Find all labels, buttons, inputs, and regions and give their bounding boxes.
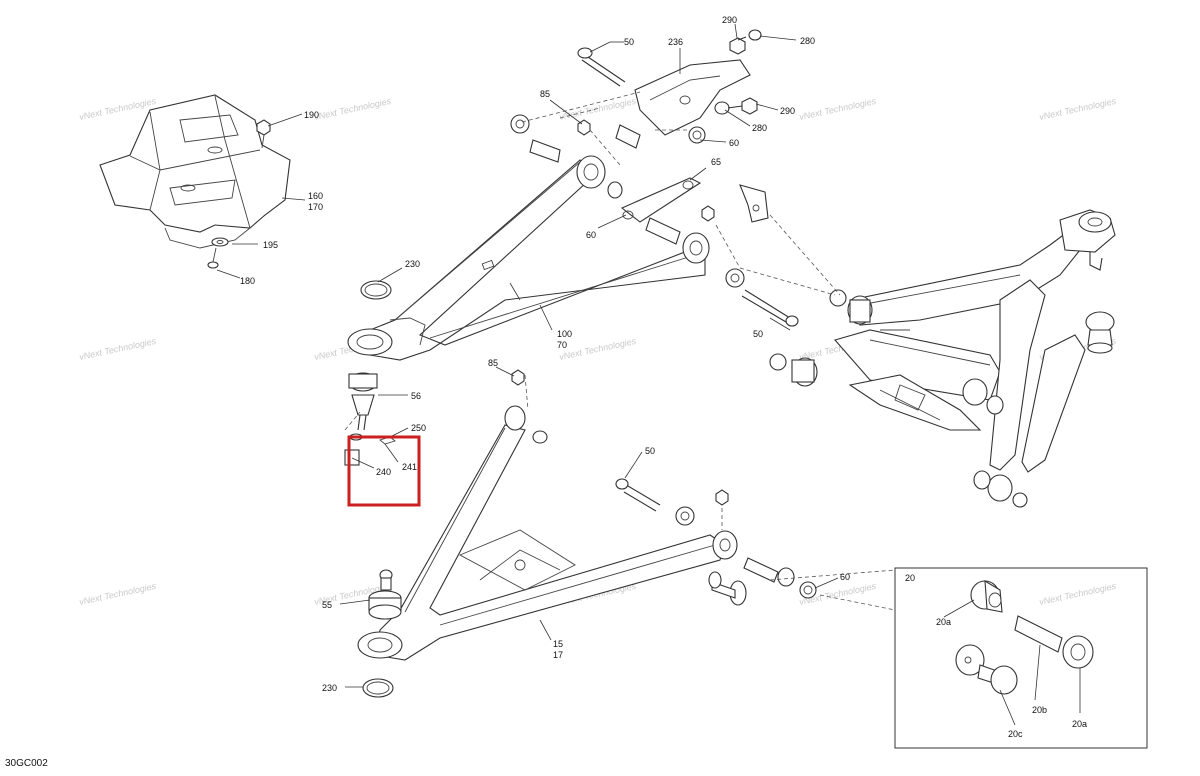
bolt-180[interactable] (207, 247, 219, 269)
callout-180[interactable]: 180 (240, 276, 255, 286)
callout-241[interactable]: 241 (402, 462, 417, 472)
nut-85-lower[interactable] (511, 369, 525, 386)
bracket-236[interactable] (634, 59, 751, 136)
bolt-50-lower[interactable] (615, 478, 661, 512)
callout-85[interactable]: 85 (488, 358, 498, 368)
assembly-lines (344, 91, 896, 611)
callouts: 290 50 236 280 190 85 290 280 60 160 170… (240, 15, 1087, 739)
callout-60[interactable]: 60 (586, 230, 596, 240)
skid-plate[interactable] (99, 94, 291, 249)
callout-290[interactable]: 290 (780, 106, 795, 116)
lower-a-arm[interactable] (357, 405, 738, 661)
inset-detail-20[interactable]: 20 (894, 567, 1148, 749)
callout-20a[interactable]: 20a (1072, 719, 1087, 729)
bushing-60-rear[interactable] (645, 217, 745, 288)
nut-240[interactable] (344, 449, 360, 466)
nut-290-top[interactable] (729, 37, 746, 55)
nut-85-upper[interactable] (577, 119, 591, 136)
ball-joint-56[interactable] (348, 372, 378, 431)
callout-20c[interactable]: 20c (1008, 729, 1023, 739)
bolt-50-upper[interactable] (577, 47, 626, 87)
nut-upper-rear[interactable] (701, 205, 715, 222)
watermark: vNext Technologies (313, 96, 392, 122)
washer-195[interactable] (211, 237, 229, 247)
bolt-50-rear[interactable] (741, 289, 799, 327)
bushing-lower-front[interactable] (675, 489, 729, 526)
inset-label: 20 (905, 573, 915, 583)
bolt-280-top[interactable] (737, 29, 762, 41)
callout-17[interactable]: 17 (553, 650, 563, 660)
callout-230[interactable]: 230 (322, 683, 337, 693)
leader-lines (216, 23, 1081, 726)
callout-60[interactable]: 60 (729, 138, 739, 148)
callout-290[interactable]: 290 (722, 15, 737, 25)
highlight-box (347, 435, 421, 507)
bushing-60-upper[interactable] (615, 124, 706, 149)
suspension-assembly[interactable] (769, 209, 1116, 508)
bolt-280-mid[interactable] (714, 101, 743, 115)
callout-280[interactable]: 280 (800, 36, 815, 46)
callout-160[interactable]: 160 (308, 191, 323, 201)
callout-60[interactable]: 60 (840, 572, 850, 582)
callout-50[interactable]: 50 (753, 329, 763, 339)
watermark: vNext Technologies (798, 96, 877, 122)
watermark: vNext Technologies (1038, 96, 1117, 122)
callout-15[interactable]: 15 (553, 639, 563, 649)
callout-50[interactable]: 50 (645, 446, 655, 456)
bushing-upper-front[interactable] (510, 114, 623, 199)
callout-70[interactable]: 70 (557, 340, 567, 350)
callout-50[interactable]: 50 (624, 37, 634, 47)
bushing-60-lower-rear[interactable] (743, 557, 817, 599)
watermark: vNext Technologies (1038, 581, 1117, 607)
callout-65[interactable]: 65 (711, 157, 721, 167)
callout-56[interactable]: 56 (411, 391, 421, 401)
watermark: vNext Technologies (78, 96, 157, 122)
callout-236[interactable]: 236 (668, 37, 683, 47)
retaining-ring-230-upper[interactable] (360, 280, 392, 300)
callout-20a[interactable]: 20a (936, 617, 951, 627)
bracket-65-side[interactable] (739, 184, 769, 223)
callout-55[interactable]: 55 (322, 600, 332, 610)
watermark: vNext Technologies (78, 581, 157, 607)
nut-lower-front[interactable] (532, 430, 548, 444)
retaining-ring-230-lower[interactable] (362, 678, 394, 698)
ball-joint-55[interactable] (368, 569, 402, 620)
callout-20b[interactable]: 20b (1032, 705, 1047, 715)
callout-230[interactable]: 230 (405, 259, 420, 269)
washer-60-lower[interactable] (708, 571, 747, 606)
callout-240[interactable]: 240 (376, 467, 391, 477)
callout-100[interactable]: 100 (557, 329, 572, 339)
upper-a-arm[interactable] (347, 155, 710, 361)
bolt-190[interactable] (256, 119, 271, 149)
callout-85[interactable]: 85 (540, 89, 550, 99)
nut-290-mid[interactable] (741, 97, 758, 115)
drawing-code: 30GC002 (5, 758, 48, 769)
callout-170[interactable]: 170 (308, 202, 323, 212)
callout-280[interactable]: 280 (752, 123, 767, 133)
callout-250[interactable]: 250 (411, 423, 426, 433)
watermark: vNext Technologies (78, 336, 157, 362)
plate-65[interactable] (620, 177, 702, 223)
callout-190[interactable]: 190 (304, 110, 319, 120)
watermark: vNext Technologies (558, 336, 637, 362)
callout-195[interactable]: 195 (263, 240, 278, 250)
